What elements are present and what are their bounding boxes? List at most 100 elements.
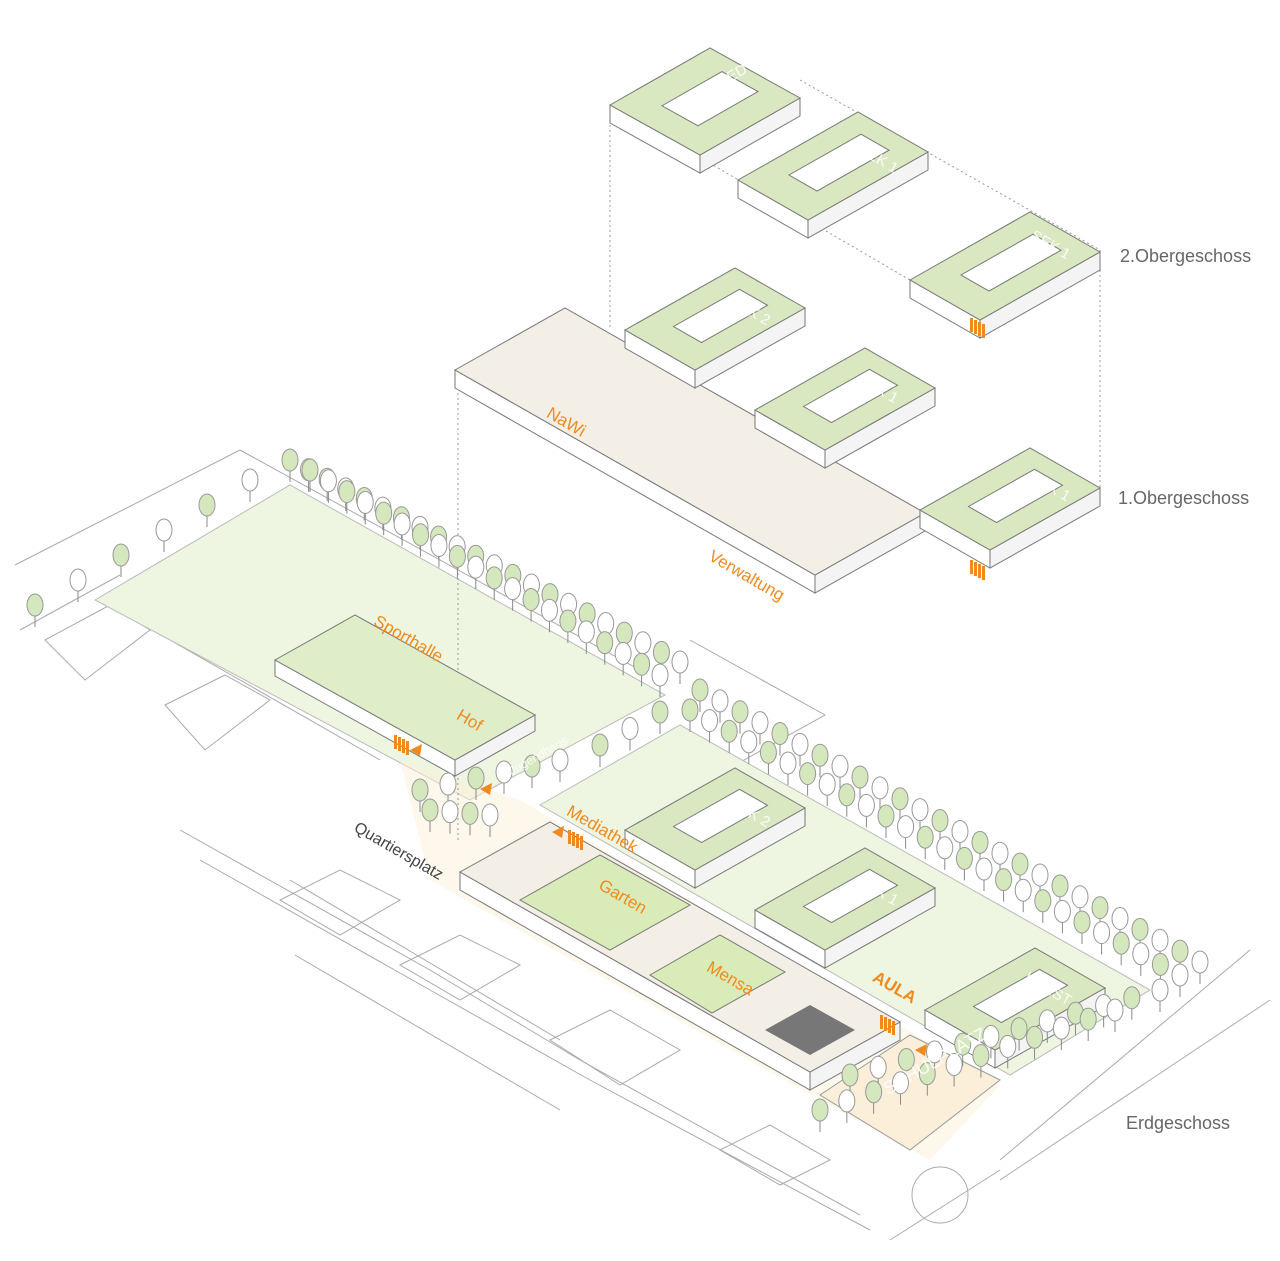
tree — [652, 640, 670, 664]
tree — [731, 700, 749, 724]
tree — [467, 555, 485, 579]
tree — [1011, 852, 1029, 876]
tree — [1051, 874, 1069, 898]
stair-element — [978, 564, 981, 578]
tree — [411, 778, 429, 802]
tree — [954, 1032, 972, 1056]
tree — [393, 512, 411, 536]
tree — [461, 801, 479, 825]
tree — [1131, 917, 1149, 941]
road-line — [14, 449, 241, 566]
tree — [1106, 998, 1124, 1022]
tree — [596, 631, 614, 655]
sek1-og1-a-block-courtyard — [802, 368, 899, 424]
kunst-block-courtyard — [972, 968, 1069, 1024]
tree — [1010, 1017, 1028, 1041]
stair-element — [398, 737, 401, 751]
tree — [1026, 1025, 1044, 1049]
parking-lot — [278, 869, 402, 936]
aula-seating — [765, 1005, 855, 1055]
road-line — [999, 949, 1251, 1161]
tree — [577, 620, 595, 644]
tree — [615, 621, 633, 645]
stair-element — [884, 1017, 887, 1031]
edv-block-courtyard — [660, 70, 760, 127]
stair-element — [982, 566, 985, 580]
road-line — [199, 859, 871, 1231]
tree — [1171, 963, 1189, 987]
tree — [1171, 939, 1189, 963]
tree — [945, 1053, 963, 1077]
tree — [1111, 906, 1129, 930]
tree — [591, 733, 609, 757]
tree — [811, 743, 829, 767]
tree — [931, 809, 949, 833]
stair-element — [576, 834, 579, 848]
tree — [112, 543, 130, 567]
stair-element — [978, 322, 981, 336]
tree — [720, 719, 738, 743]
tree — [375, 501, 393, 525]
tree — [651, 663, 669, 687]
stair-element — [974, 562, 977, 576]
road-line — [289, 879, 561, 1041]
tree — [799, 762, 817, 786]
tree — [995, 868, 1013, 892]
sek1-eg-block-courtyard — [802, 868, 899, 924]
tree — [430, 534, 448, 558]
sek2-eg-block-courtyard — [672, 788, 769, 844]
entrance-arrow-icon — [552, 826, 564, 838]
garten-area — [518, 854, 692, 951]
tree — [838, 1089, 856, 1113]
stair-element — [572, 832, 575, 846]
tree — [751, 711, 769, 735]
tree — [26, 593, 44, 617]
road-line — [179, 829, 861, 1216]
road-line — [999, 999, 1271, 1181]
tree — [1031, 863, 1049, 887]
parking-lot — [718, 1124, 832, 1186]
stair-element — [982, 324, 985, 338]
stair-element — [880, 1015, 883, 1029]
building-blocks — [273, 47, 1107, 1091]
tree — [851, 765, 869, 789]
stair-element — [394, 735, 397, 749]
tree — [301, 458, 319, 482]
roundabout — [911, 1166, 969, 1224]
tree — [504, 577, 522, 601]
tree — [69, 568, 87, 592]
tree — [1071, 885, 1089, 909]
tree — [811, 1098, 829, 1122]
floor-label-2og: 2.Obergeschoss — [1120, 246, 1252, 266]
tree — [198, 493, 216, 517]
tree — [1123, 986, 1141, 1010]
stair-element — [402, 739, 405, 753]
tree — [999, 1034, 1017, 1058]
tree — [523, 754, 541, 778]
road-line — [294, 954, 561, 1111]
trees — [26, 448, 1209, 1132]
tree — [241, 468, 259, 492]
tree — [481, 803, 499, 827]
tree — [711, 689, 729, 713]
sek1-og2-a-block-courtyard — [787, 133, 891, 192]
stair-element — [568, 830, 571, 844]
tree — [871, 776, 889, 800]
tree — [865, 1080, 883, 1104]
tree — [1151, 978, 1169, 1002]
tree — [319, 469, 337, 493]
tree — [681, 698, 699, 722]
tree — [877, 804, 895, 828]
tree — [485, 566, 503, 590]
tree — [926, 1040, 944, 1064]
tree — [857, 793, 875, 817]
floor-label-1og: 1.Obergeschoss — [1118, 488, 1250, 508]
parking-lot — [398, 934, 522, 1001]
tree — [916, 825, 934, 849]
tree — [634, 631, 652, 655]
tree — [1132, 942, 1150, 966]
tree — [701, 709, 719, 733]
stair-element — [892, 1021, 895, 1035]
tree — [1014, 878, 1032, 902]
